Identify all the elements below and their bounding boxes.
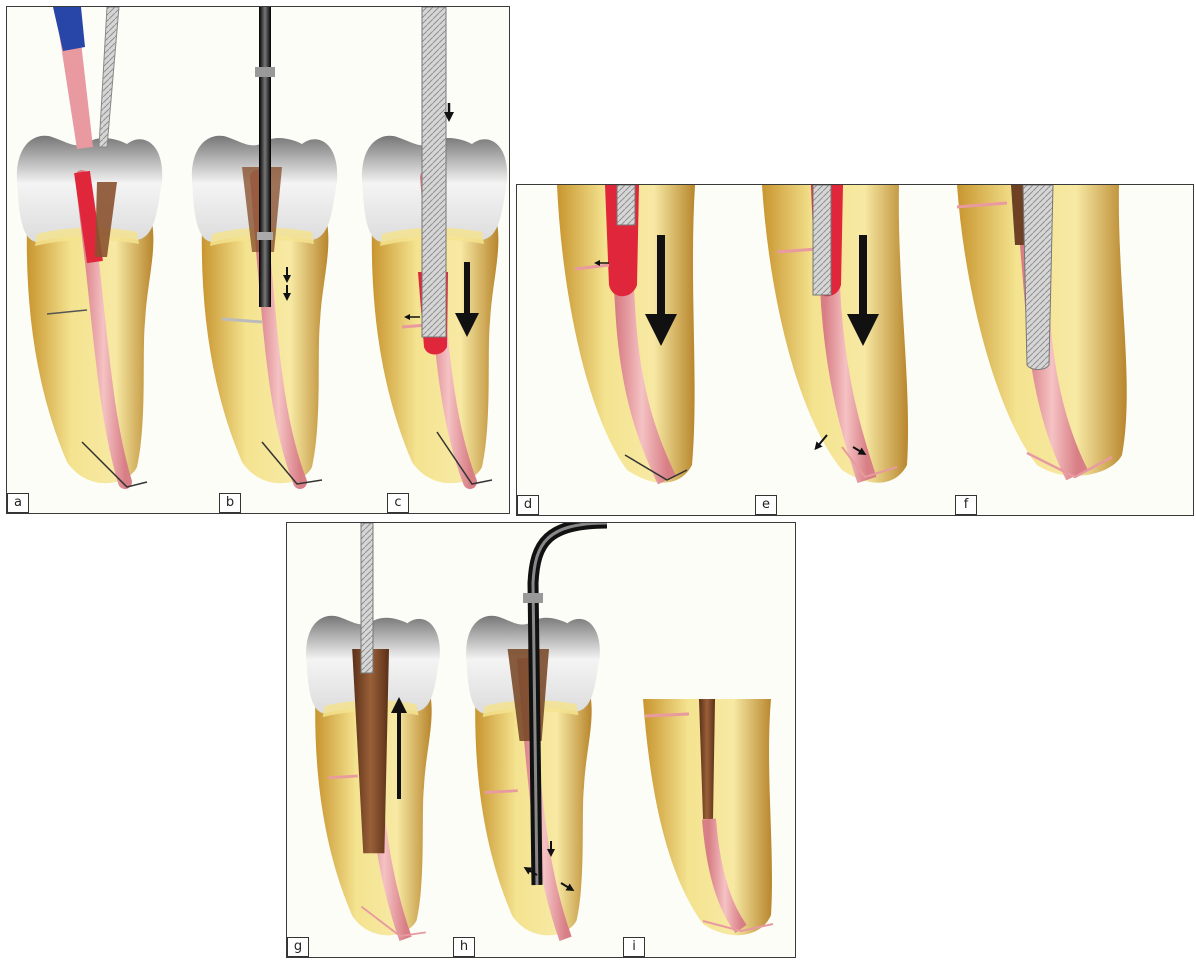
tooth-e <box>762 185 908 483</box>
panel-ghi: g h i <box>286 522 796 958</box>
label-d: d <box>517 495 539 515</box>
file-instrument-icon <box>361 523 373 673</box>
label-c: c <box>387 493 409 513</box>
label-b: b <box>219 493 241 513</box>
label-h: h <box>453 937 475 957</box>
panel-def-drawing <box>517 185 1194 516</box>
label-g: g <box>287 937 309 957</box>
file-instrument-icon <box>1023 185 1053 370</box>
file-instrument-icon <box>99 7 119 147</box>
file-instrument-icon <box>422 7 446 337</box>
label-f: f <box>955 495 977 515</box>
tooth-a <box>17 136 162 487</box>
file-instrument-icon <box>617 185 635 225</box>
label-a: a <box>7 493 29 513</box>
file-instrument-icon <box>813 185 831 295</box>
tooth-d <box>557 185 695 483</box>
panel-def: d e f <box>516 184 1194 516</box>
tooth-i <box>643 699 773 935</box>
label-e: e <box>755 495 777 515</box>
panel-ghi-drawing <box>287 523 796 958</box>
panel-abc: a b c <box>6 6 510 514</box>
carrier-icon <box>53 7 93 149</box>
panel-abc-drawing <box>7 7 510 514</box>
label-i: i <box>623 937 645 957</box>
